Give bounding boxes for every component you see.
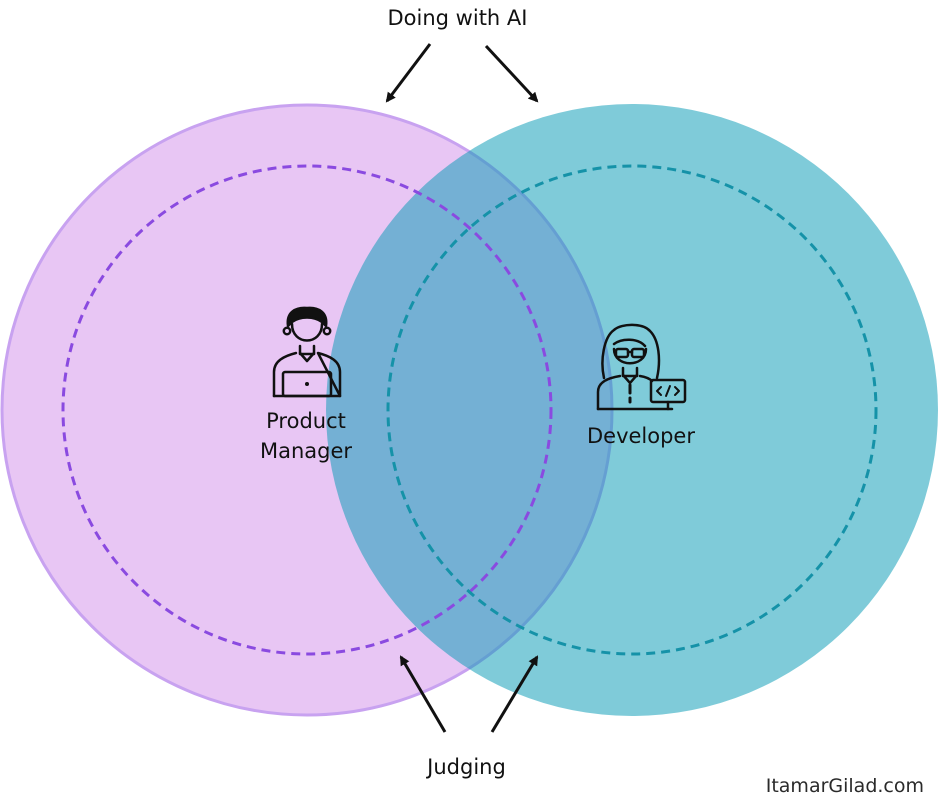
judging-label: Judging	[427, 755, 506, 779]
product-manager-label-line1: Product	[266, 409, 346, 433]
product-manager-label-line2: Manager	[259, 439, 353, 463]
product-manager-dashed-circle	[61, 164, 553, 656]
watermark: ItamarGilad.com	[765, 775, 924, 797]
developer-dashed-circle	[386, 164, 878, 656]
product-manager-label: Product Manager	[226, 406, 386, 466]
arrow-bottom-right	[490, 655, 539, 733]
arrow-bottom-left	[399, 655, 447, 733]
arrow-top-right	[484, 44, 539, 103]
developer-label: Developer	[586, 424, 695, 448]
person-laptop-icon	[272, 306, 342, 398]
doing-with-ai-label: Doing with AI	[387, 6, 528, 30]
person-code-monitor-icon	[596, 323, 687, 411]
arrow-top-left	[385, 43, 432, 103]
